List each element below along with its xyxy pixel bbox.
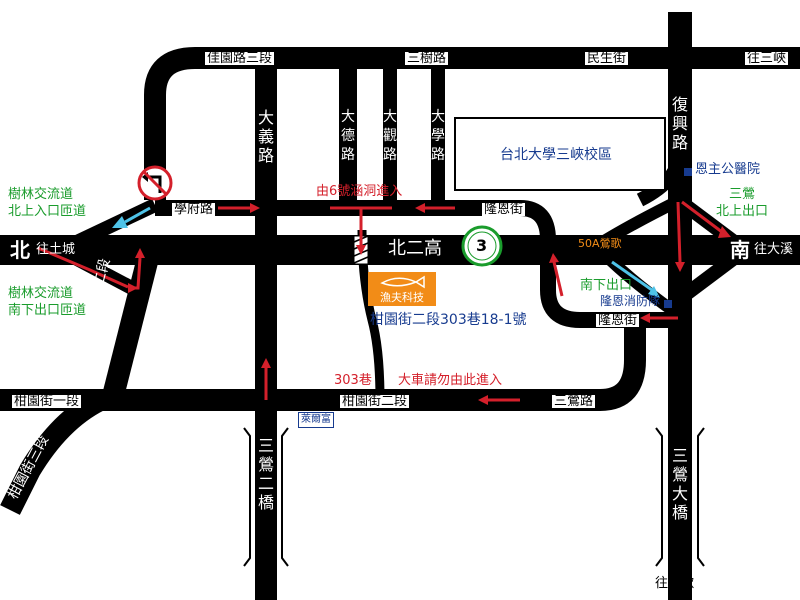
south-exit: 南下出口 [580,278,633,293]
road-jiayuan-sanshu [144,47,800,200]
fish-icon [380,275,425,289]
label-longen-top: 隆恩街 [482,202,526,217]
label-jiayuan-3: 佳園路三段 [205,51,275,66]
campus-label: 台北大學三峽校區 [500,147,612,163]
label-sanying-road: 三鶯路 [552,394,596,409]
road-jiayuan-2 [101,247,161,403]
label-north2: 北二高 [388,238,442,259]
label-north: 北 [10,238,30,262]
address-label: 柑園街二段303巷18-1號 [370,312,527,328]
road-boyuan-3 [0,390,106,515]
label-fuxing: 復興路 [671,95,688,152]
no-left-turn-icon [137,165,173,201]
road-fuxing-curve [636,149,687,207]
fire-station-marker [664,300,672,308]
shulin-south-exit: 樹林交流道 南下出口匝道 [8,286,87,318]
label-boyuan-1: 柑園街一段 [12,394,82,409]
label-dade: 大德路 [341,109,355,163]
shulin-north-entry: 樹林交流道 北上入口匝道 [8,187,87,219]
campus-block [454,117,666,191]
laierfu-store: 萊爾富 [298,412,334,428]
highway-number: 3 [476,236,488,255]
label-daguan: 大觀路 [383,109,397,163]
label-south: 南 [730,238,750,262]
label-sanshu: 三樹路 [405,51,449,66]
label-longen-bottom: 隆恩街 [596,313,640,328]
label-sanying-bridge2: 三鶯二橋 [257,436,274,512]
label-sanying-bridge: 三鶯大橋 [671,446,688,522]
lane-303-label: 303巷 [334,373,372,388]
road-boyuan [0,320,646,411]
highway-shield-icon [461,225,503,267]
ramp-east-inner-bottom [595,245,676,315]
label-to-daxi: 往大溪 [754,242,794,257]
label-to-tucheng: 往土城 [36,242,76,257]
ramp-east-bottom [680,244,750,301]
label-daxue: 大學路 [431,109,445,163]
fire-station-label: 隆恩消防隊 [600,294,661,308]
label-to-yingge: 往鶯歌 [655,576,695,591]
sanying-north-exit: 三鶯 北上出口 [716,187,769,219]
label-minsheng: 民生街 [585,51,629,66]
hospital-marker [684,168,692,176]
company-logo: 漁夫科技 [368,272,436,306]
label-to-sanxia: 往三峽 [745,51,789,66]
label-xuefu: 學府路 [172,202,216,217]
hospital-label: 恩主公醫院 [695,162,761,177]
truck-note: 大車請勿由此進入 [398,373,503,388]
culvert-note: 由6號涵洞進入 [316,184,403,199]
ramp-east-inner-top [586,194,683,255]
label-dayi: 大義路 [257,108,274,165]
company-name: 漁夫科技 [380,291,424,304]
label-boyuan-2: 柑園街二段 [340,394,410,409]
exit-50a: 50A鶯歌 [578,237,622,250]
